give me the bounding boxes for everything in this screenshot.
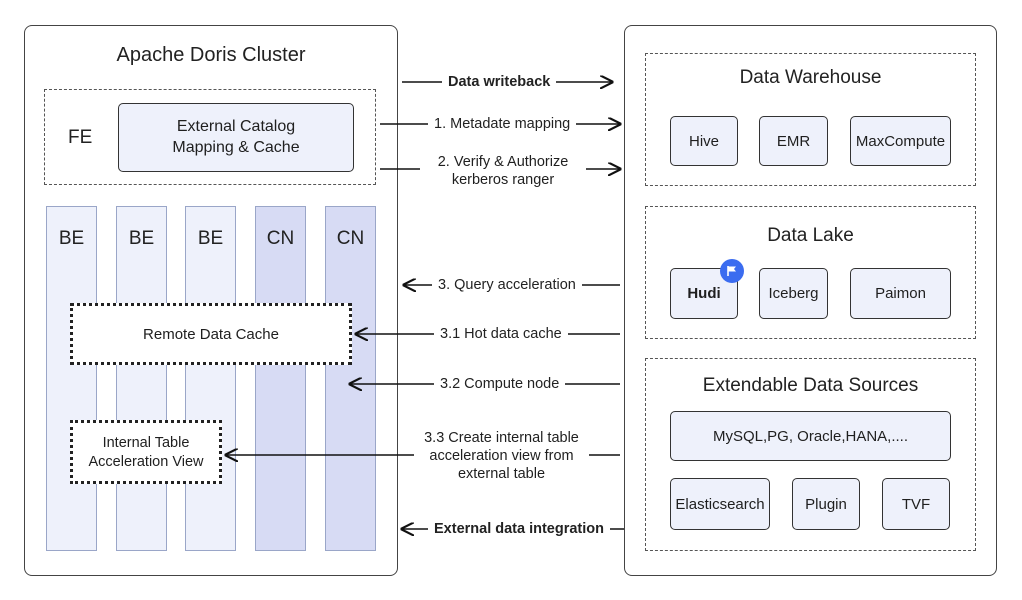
fe-region: [44, 89, 376, 185]
iceberg-label: Iceberg: [768, 285, 819, 302]
internal-table-view-box: Internal Table Acceleration View: [70, 420, 222, 484]
flag-icon: [720, 259, 744, 283]
writeback-label: Data writeback: [442, 74, 557, 90]
warehouse-item-emr: EMR: [759, 116, 828, 166]
data-lake-region: [645, 206, 976, 339]
remote-cache-label: Remote Data Cache: [143, 325, 279, 343]
verify-line-2: kerberos ranger: [451, 172, 555, 188]
databases-label: MySQL,PG, Oracle,HANA,....: [712, 427, 909, 445]
emr-label: EMR: [776, 132, 811, 150]
column-label-be-3: BE: [197, 228, 224, 249]
create-view-label: 3.3 Create internal table acceleration v…: [414, 427, 589, 485]
warehouse-item-hive: Hive: [670, 116, 738, 166]
data-warehouse-region: [645, 53, 976, 186]
column-label-cn-1: CN: [266, 228, 295, 249]
be-column-1: [46, 206, 97, 551]
metadata-label: 1. Metadate mapping: [428, 116, 577, 132]
hudi-label: Hudi: [687, 285, 721, 302]
lake-item-iceberg: Iceberg: [759, 268, 828, 319]
extendable-sources-title: Extendable Data Sources: [702, 375, 919, 396]
create-view-line-1: 3.3 Create internal table: [424, 430, 579, 446]
elasticsearch-label: Elasticsearch: [675, 495, 765, 513]
catalog-line-2: Mapping & Cache: [172, 139, 300, 156]
tvf-label: TVF: [901, 495, 931, 513]
sources-item-databases: MySQL,PG, Oracle,HANA,....: [670, 411, 951, 461]
verify-line-1: 2. Verify & Authorize: [437, 154, 569, 170]
fe-label: FE: [68, 127, 93, 148]
sources-item-tvf: TVF: [882, 478, 950, 530]
be-column-2: [116, 206, 167, 551]
sources-item-plugin: Plugin: [792, 478, 860, 530]
lake-item-paimon: Paimon: [850, 268, 951, 319]
cluster-title: Apache Doris Cluster: [116, 44, 306, 66]
create-view-line-2: acceleration view from: [429, 448, 574, 464]
external-catalog-box: External Catalog Mapping & Cache: [118, 103, 354, 172]
flag-icon-glyph: [727, 266, 736, 276]
column-label-be-2: BE: [128, 228, 155, 249]
plugin-label: Plugin: [805, 495, 847, 513]
paimon-label: Paimon: [875, 285, 926, 302]
query-accel-label: 3. Query acceleration: [432, 277, 582, 293]
sources-item-elasticsearch: Elasticsearch: [670, 478, 770, 530]
cn-column-1: [255, 206, 306, 551]
remote-data-cache-box: Remote Data Cache: [70, 303, 352, 365]
be-column-3: [185, 206, 236, 551]
internal-view-line-2: Acceleration View: [88, 453, 204, 470]
integration-label: External data integration: [428, 521, 611, 537]
hot-cache-label: 3.1 Hot data cache: [434, 326, 568, 342]
maxcompute-label: MaxCompute: [855, 132, 946, 150]
data-lake-title: Data Lake: [767, 225, 854, 246]
internal-view-line-1: Internal Table: [102, 434, 190, 451]
data-warehouse-title: Data Warehouse: [739, 67, 882, 88]
extendable-sources-region: [645, 358, 976, 551]
compute-node-label: 3.2 Compute node: [434, 376, 566, 392]
hive-label: Hive: [688, 132, 719, 150]
warehouse-item-maxcompute: MaxCompute: [850, 116, 951, 166]
verify-label: 2. Verify & Authorize kerberos ranger: [420, 151, 586, 191]
column-label-cn-2: CN: [336, 228, 365, 249]
column-label-be-1: BE: [58, 228, 85, 249]
catalog-line-1: External Catalog: [176, 118, 296, 135]
create-view-line-3: external table: [457, 466, 546, 482]
